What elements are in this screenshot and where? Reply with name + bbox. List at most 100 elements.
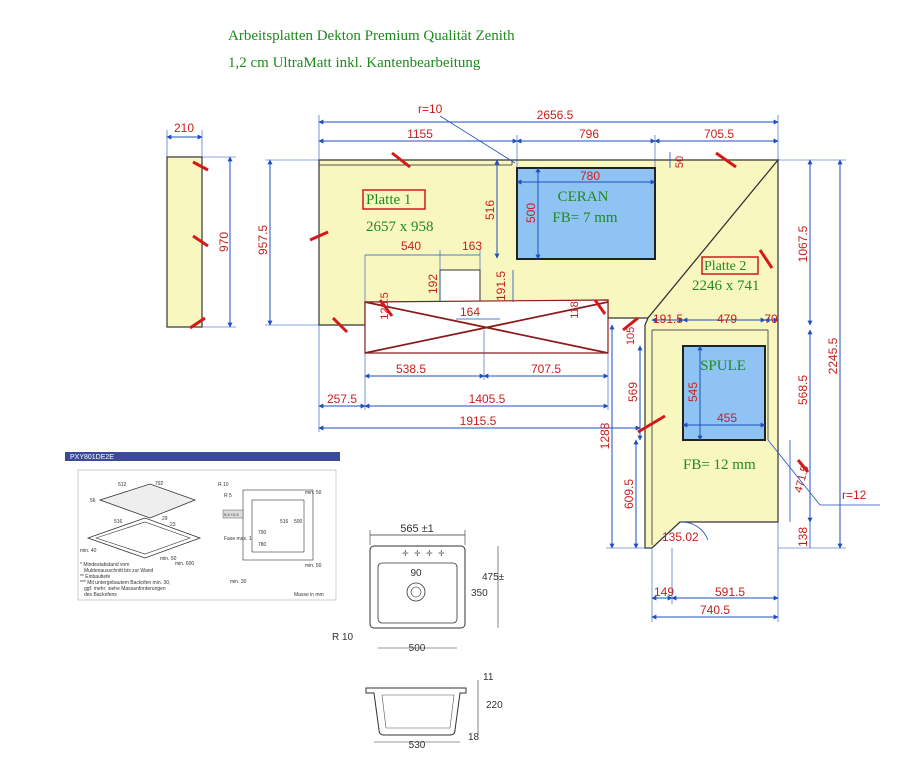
dim-ceran-height: 500 [524,203,538,223]
sink-w565: 565 ±1 [400,523,434,535]
dim-spule-width: 455 [717,411,737,425]
hob-note1: * Mindestabstand vom [80,562,129,568]
hob-note4: *** Mit untergebautem Backofen min. 30, [80,580,170,586]
hob-d780: 780 [258,542,267,548]
spule-fb-label: FB= 12 mm [683,457,756,473]
dim-1155: 1155 [407,127,433,141]
sink-r10: R 10 [332,632,354,643]
hob-r10: R 10 [218,482,229,488]
right-dimensions: 1067.5 2245.5 568.5 138 191.5 479 70 105… [598,159,880,622]
svg-text:✛: ✛ [438,549,445,558]
header-line-2: 1,2 cm UltraMatt inkl. Kantenbearbeitung [228,55,481,71]
dim-1405: 1405.5 [469,392,506,406]
dim-149: 149 [654,585,674,599]
hob-min40: min. 40 [80,548,97,554]
sink-h11: 11 [483,672,494,683]
dim-2245: 2245.5 [826,337,840,374]
dim-591: 591.5 [715,585,745,599]
dim-r12: r=12 [842,488,867,502]
dim-796: 796 [579,127,599,141]
dim-118: 118 [569,301,581,319]
dim-705: 705.5 [704,127,734,141]
hob-d500: 500 [294,519,303,525]
dim-1067: 1067.5 [796,225,810,262]
platte-2-label: Platte 2 [704,259,746,274]
hob-model: PXY801DE2E [70,454,114,461]
dim-163: 163 [462,239,482,253]
spule-cutout: SPULE 545 455 [682,345,766,441]
hob-note3: ** Einbautiefe [80,574,111,580]
dim-1288: 1288 [598,422,612,449]
dim-540: 540 [401,239,421,253]
sink-h220: 220 [486,700,503,711]
hob-fase: Fase max. 1 [224,536,252,542]
dim-740: 740.5 [700,603,730,617]
sink-w530: 530 [409,740,426,751]
sink-datasheet: 565 ±1 ✛ ✛ ✛ ✛ 90 475± 350 R 10 500 11 2… [332,523,505,751]
dim-spule-height: 545 [686,382,700,402]
platte-2-size: 2246 x 741 [692,278,760,294]
hob-datasheet: PXY801DE2E 792 512 56 29 23 516 min. 40 … [65,452,340,601]
hob-d95: 9,5 +0,5 [224,512,239,517]
dim-ceran-depth: 516 [483,200,497,220]
dim-479: 479 [717,312,737,326]
seam-markers [309,151,810,473]
dim-569: 569 [626,382,640,402]
dim-side-height: 970 [217,232,231,252]
dim-164: 164 [460,305,480,319]
side-panel: 210 970 [166,121,236,330]
svg-text:✛: ✛ [402,549,409,558]
dim-471: 471.5 [793,464,812,494]
dim-70: 70 [764,312,778,326]
header-line-1: Arbeitsplatten Dekton Premium Qualität Z… [228,28,515,44]
hob-units: Masse in mm [294,592,324,598]
hob-min50b: min. 50 [305,490,322,496]
hob-min30: min. 30 [230,579,247,585]
hob-w792: 792 [155,481,164,487]
sink-h18: 18 [468,732,480,743]
dim-192: 192 [426,274,440,294]
dim-depth-957: 957.5 [256,225,270,255]
dim-191b: 191.5 [653,312,683,326]
dim-191: 191.5 [494,271,508,301]
dim-538: 538.5 [396,362,426,376]
hob-note6: des Backofens [84,592,117,598]
dim-1915: 1915.5 [460,414,497,428]
platte-1-label: Platte 1 [366,192,411,208]
platte-1-size: 2657 x 958 [366,219,434,235]
dim-total-width: 2656.5 [537,108,574,122]
dim-707: 707.5 [531,362,561,376]
hob-d23: 23 [170,522,176,528]
hob-d790: 790 [258,530,267,536]
hob-min50a: min. 50 [160,556,177,562]
sink-h475: 475± [482,572,505,583]
dim-side-width: 210 [174,121,194,135]
hob-w516: 516 [114,519,123,525]
dim-568: 568.5 [796,375,810,405]
hatched-cutout-zone [364,299,609,354]
dim-r10: r=10 [418,102,443,116]
top-dimensions: 2656.5 1155 796 705.5 r=10 [318,102,779,168]
spule-label: SPULE [700,358,746,374]
hob-d29: 29 [162,516,168,522]
dim-ceran-offset: 50 [674,156,686,168]
hob-d56: 56 [90,498,96,504]
svg-text:✛: ✛ [426,549,433,558]
dim-609: 609.5 [622,479,636,509]
dim-ceran-width: 780 [580,169,600,183]
hob-r5: R 5 [224,493,232,499]
svg-text:✛: ✛ [414,549,421,558]
hob-note5: ggf. mehr: siehe Massanforderungen [84,586,166,592]
dim-138: 138 [796,527,810,547]
dim-105: 105 [625,327,637,345]
sink-w90: 90 [410,568,422,579]
ceran-cutout: CERAN FB= 7 mm 780 500 516 50 [483,152,686,260]
ceran-fb-label: FB= 7 mm [552,210,617,226]
hob-d516: 516 [280,519,289,525]
dim-135: 135.02 [662,530,699,544]
sink-h350: 350 [471,588,488,599]
hob-note2: Muldenausschnitt bis zur Wand [84,568,154,574]
sink-w500: 500 [409,643,426,654]
dim-257: 257.5 [327,392,357,406]
